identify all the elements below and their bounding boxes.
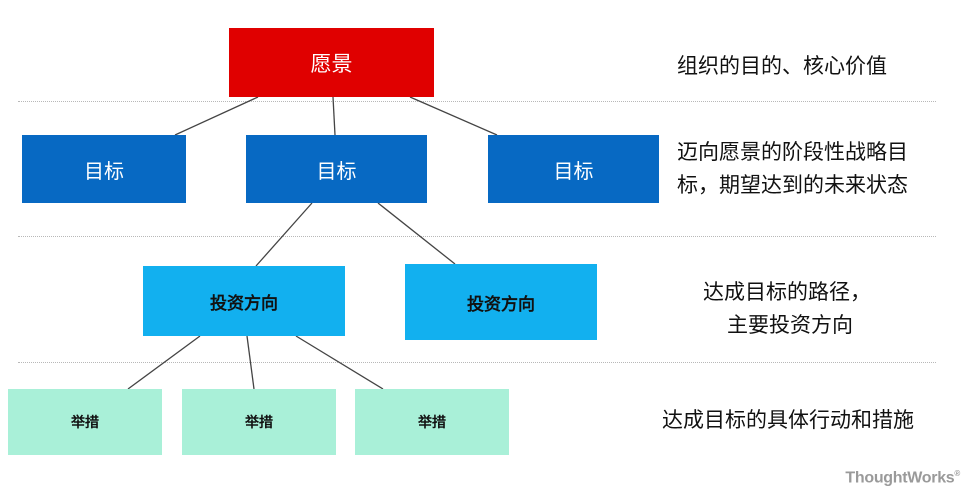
connector-goal-investment-1 [255, 202, 313, 267]
connector-vision-goal-3 [409, 96, 498, 136]
description-actions: 达成目标的具体行动和措施 [662, 404, 914, 437]
action-node: 举措 [8, 389, 162, 455]
connector-investment-action-3 [295, 335, 384, 390]
goal-label: 目标 [84, 158, 124, 183]
investment-label: 投资方向 [467, 294, 535, 315]
registered-mark: ® [954, 468, 960, 478]
investment-node: 投资方向 [405, 264, 597, 340]
investment-node: 投资方向 [143, 266, 345, 336]
connector-vision-goal-1 [174, 96, 259, 136]
description-vision-text: 组织的目的、核心价值 [677, 54, 887, 78]
connector-investment-action-2 [246, 335, 255, 390]
investment-label: 投资方向 [210, 293, 278, 314]
vision-node: 愿景 [229, 28, 434, 97]
goal-label: 目标 [553, 158, 594, 183]
vision-label: 愿景 [310, 51, 353, 76]
action-label: 举措 [418, 415, 446, 431]
brand-name: ThoughtWorks [845, 469, 955, 486]
divider-level-2 [18, 236, 936, 237]
description-investments-line-2: 主要投资方向 [727, 313, 853, 337]
action-label: 举措 [245, 415, 273, 431]
action-label: 举措 [71, 415, 99, 431]
divider-level-1 [18, 101, 936, 102]
divider-level-3 [18, 362, 936, 363]
connector-vision-goal-2 [332, 96, 336, 136]
description-vision: 组织的目的、核心价值 [677, 50, 887, 83]
description-goals: 迈向愿景的阶段性战略目 标，期望达到的未来状态 [677, 136, 908, 202]
action-node: 举措 [182, 389, 336, 455]
description-actions-text: 达成目标的具体行动和措施 [662, 408, 914, 432]
thoughtworks-logo: ThoughtWorks® [845, 469, 960, 487]
goal-label: 目标 [316, 158, 357, 183]
description-investments-line-1: 达成目标的路径， [703, 280, 871, 304]
action-node: 举措 [355, 389, 509, 455]
goal-node: 目标 [246, 135, 427, 203]
connector-goal-investment-2 [377, 202, 456, 265]
description-goals-line-1: 迈向愿景的阶段性战略目 [677, 140, 908, 164]
description-investments: 达成目标的路径， 主要投资方向 [703, 276, 871, 342]
goal-node: 目标 [488, 135, 659, 203]
connector-investment-action-1 [127, 335, 201, 390]
description-goals-line-2: 标，期望达到的未来状态 [677, 173, 908, 197]
goal-node: 目标 [22, 135, 186, 203]
